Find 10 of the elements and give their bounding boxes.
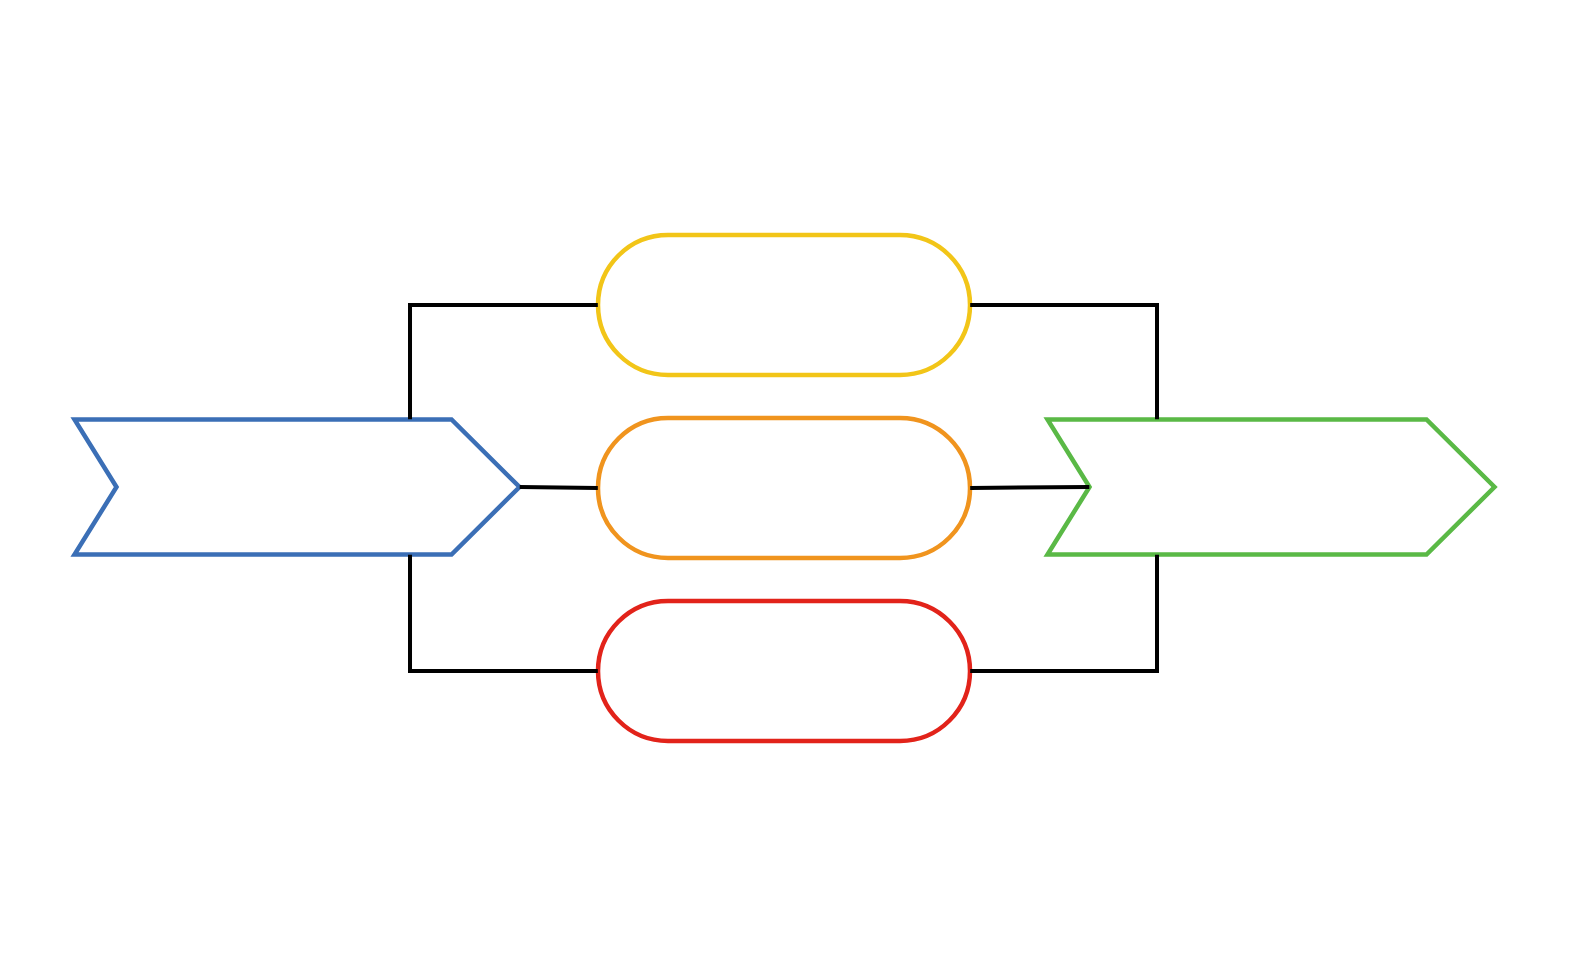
connector-line xyxy=(970,303,1159,420)
rounded-box xyxy=(595,232,973,378)
connector-line xyxy=(519,485,598,490)
connector-line xyxy=(970,554,1159,673)
connector-line xyxy=(408,554,598,673)
rounded-box xyxy=(595,415,973,561)
chevron-arrow xyxy=(70,417,523,557)
connector-line xyxy=(408,303,598,420)
chevron-arrow xyxy=(1043,417,1498,557)
rounded-box xyxy=(595,598,973,744)
